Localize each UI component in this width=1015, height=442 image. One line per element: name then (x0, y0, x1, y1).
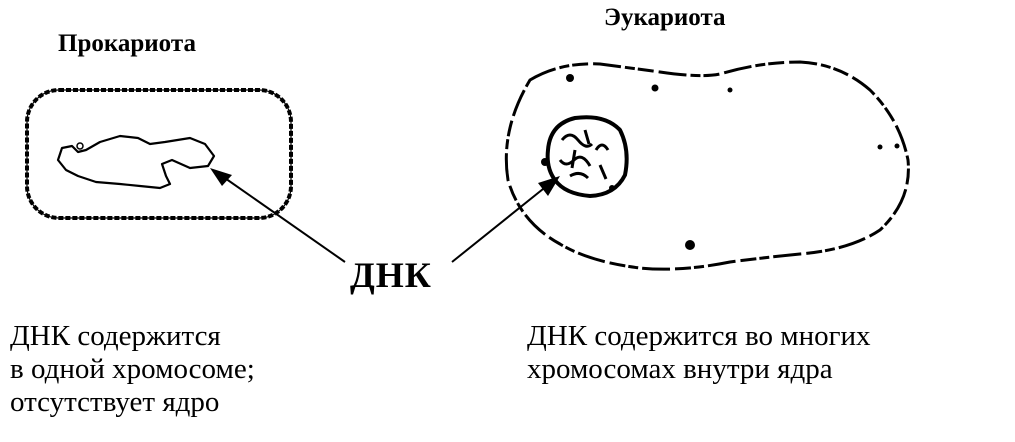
dna-arrows (210, 168, 560, 263)
prokaryote-caption: ДНК содержится в одной хромосоме; отсутс… (10, 320, 255, 419)
prokaryote-cell (25, 88, 293, 220)
caption-line: отсутствует ядро (10, 386, 220, 418)
arrowhead-icon (210, 168, 232, 186)
eukaryote-caption: ДНК содержится во многих хромосомах внут… (527, 320, 871, 386)
eukaryote-cell (504, 60, 910, 271)
caption-line: в одной хромосоме; (10, 353, 255, 385)
arrowhead-icon (538, 176, 560, 196)
eukaryote-title: Эукариота (604, 4, 726, 31)
arrow-to-prokaryote-dna (221, 175, 346, 263)
prokaryote-chromosome (56, 134, 216, 190)
prokaryote-title: Прокариота (58, 30, 196, 57)
arrow-to-eukaryote-nucleus (451, 184, 549, 263)
dna-label: ДНК (350, 255, 432, 295)
caption-line: ДНК содержится (10, 320, 221, 352)
caption-line: ДНК содержится во многих (527, 320, 871, 352)
caption-line: хромосомах внутри ядра (527, 353, 833, 385)
